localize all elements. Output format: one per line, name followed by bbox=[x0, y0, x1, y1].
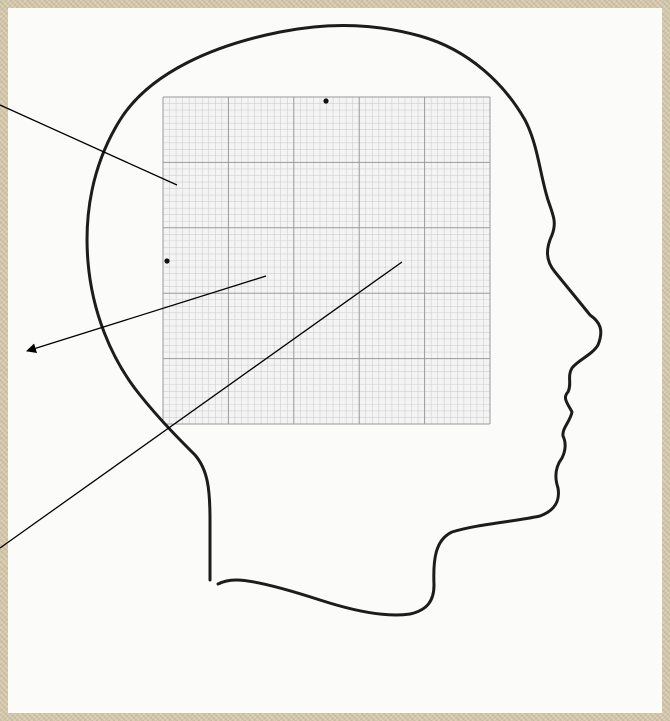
pointer-line-upper-left bbox=[0, 105, 177, 185]
marker-dot-left bbox=[164, 258, 169, 263]
marker-dot-top bbox=[323, 98, 328, 103]
